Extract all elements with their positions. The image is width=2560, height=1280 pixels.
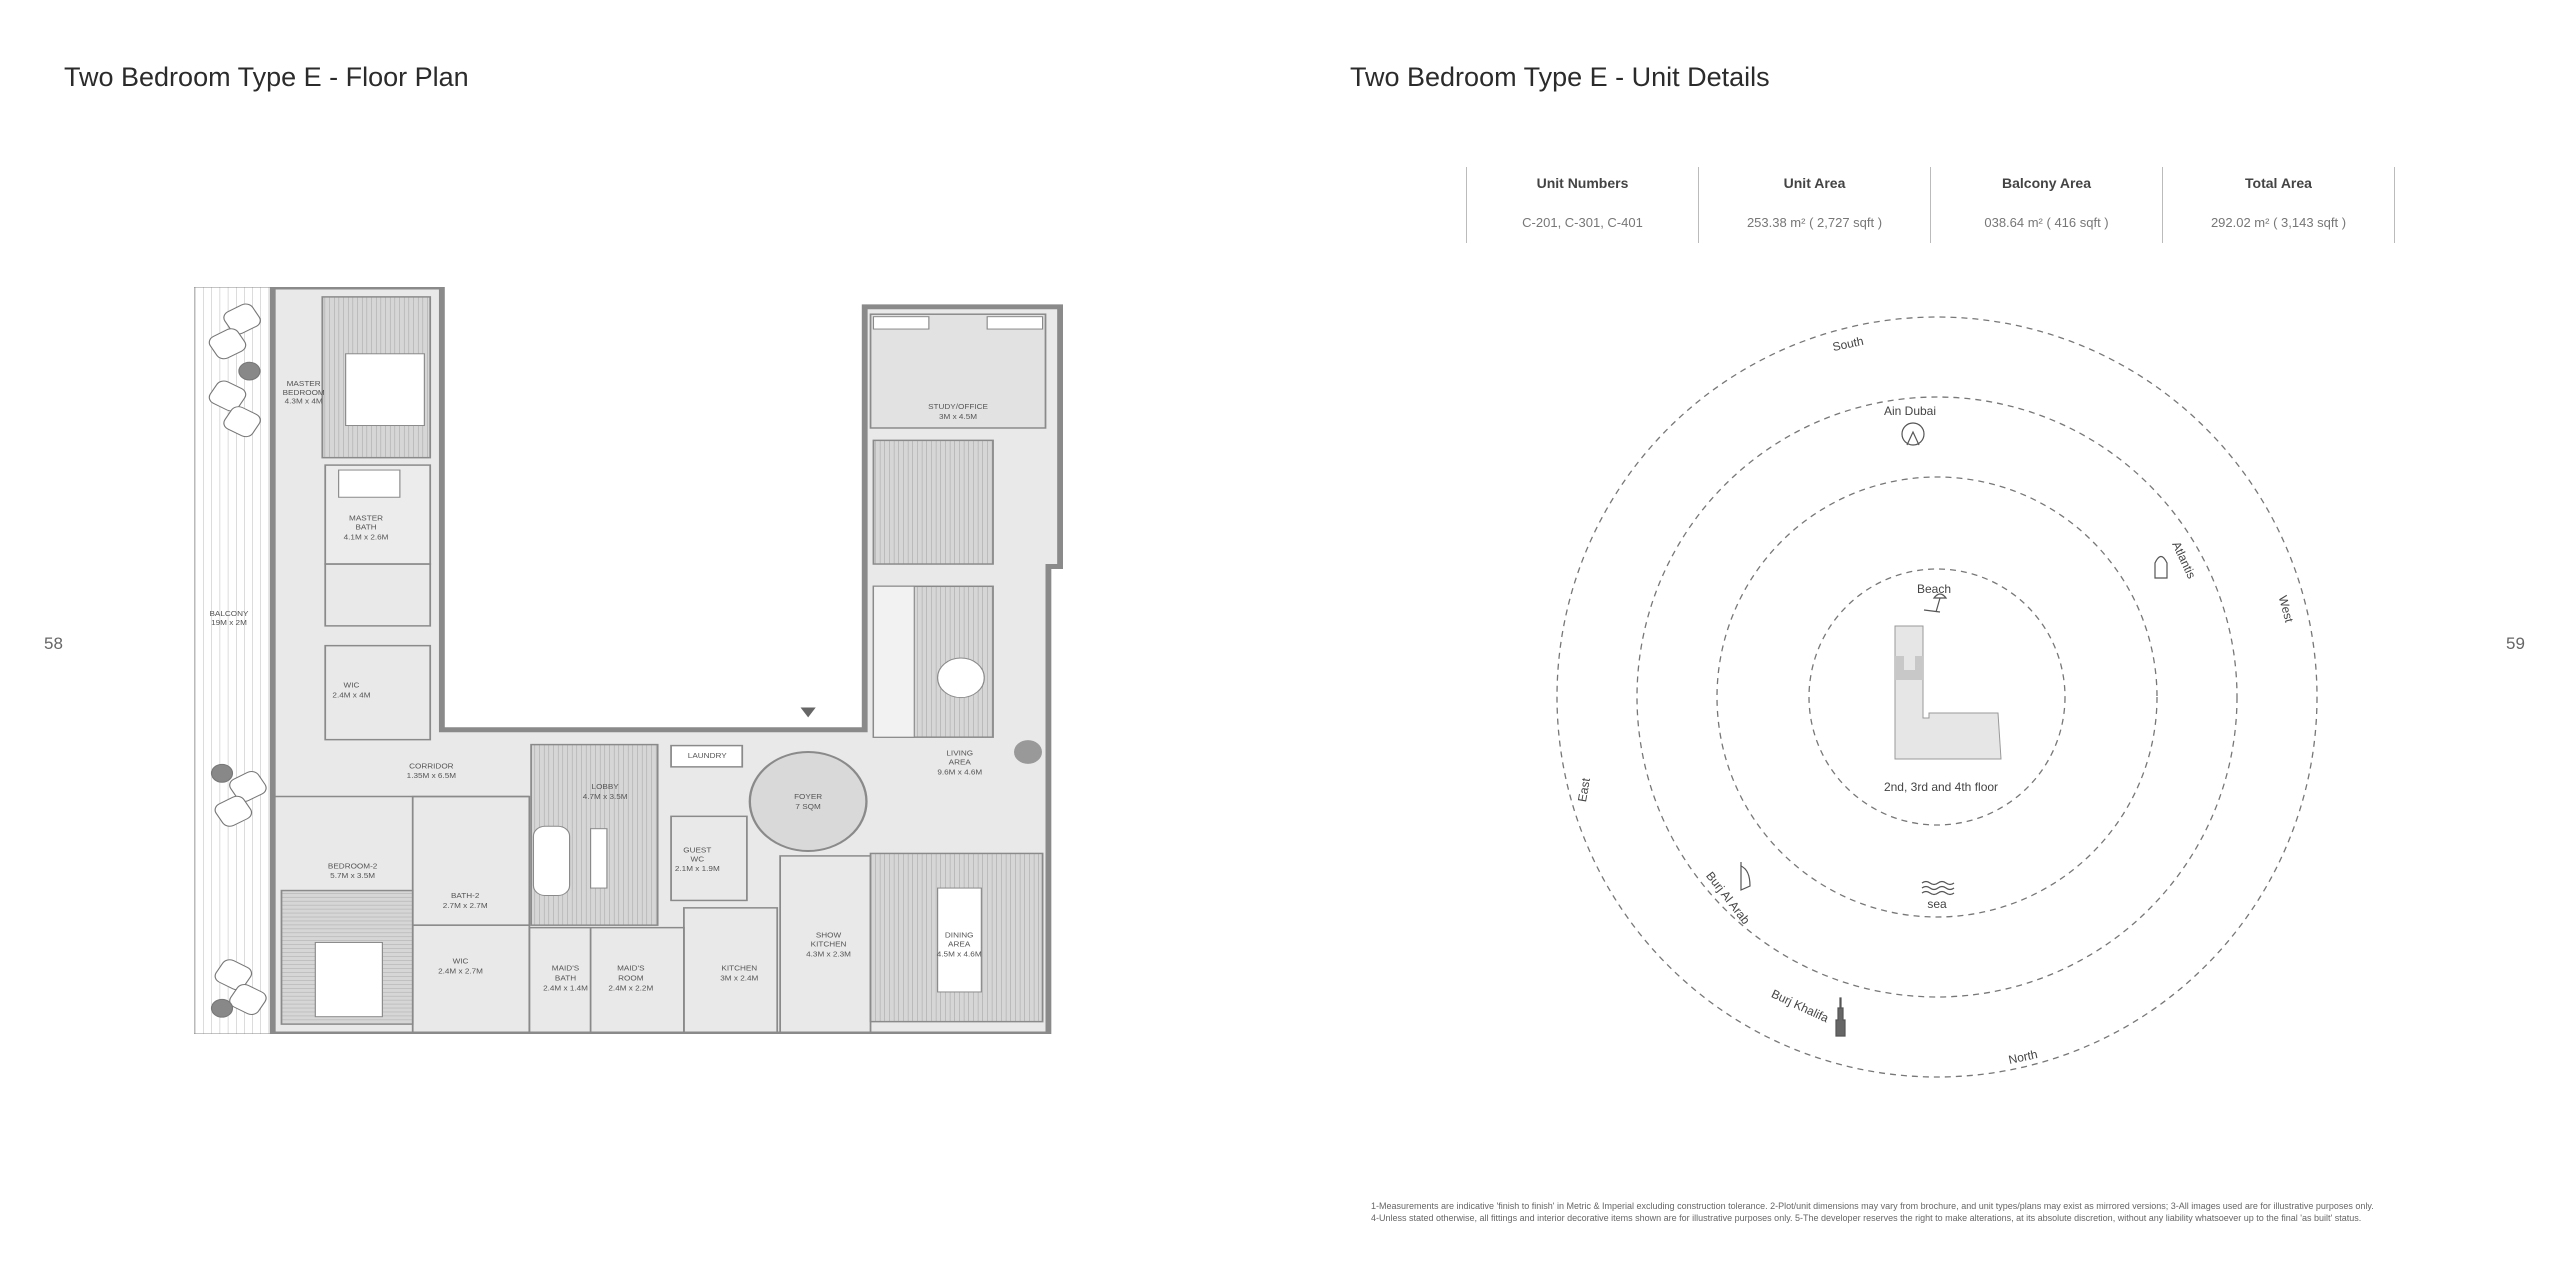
table-header: Balcony Area [2002, 175, 2091, 191]
burj-khalifa-icon [1835, 997, 1846, 1037]
label-atlantis: Atlantis [2169, 539, 2198, 581]
ain-dubai-icon [1901, 422, 1925, 446]
disclaimer-footnotes: 1-Measurements are indicative 'finish to… [1371, 1200, 2374, 1224]
ring-inner [1808, 568, 2066, 826]
label-burj-khalifa: Burj Khalifa [1769, 987, 1831, 1026]
sea-waves-icon [1921, 880, 1955, 896]
label-south: South [1831, 334, 1865, 354]
building-footprint [1894, 625, 2002, 760]
entrance-arrow-icon [800, 707, 816, 718]
label-floors: 2nd, 3rd and 4th floor [1884, 780, 1998, 794]
unit-area-cell: Unit Area 253.38 m² ( 2,727 sqft ) [1699, 167, 1931, 243]
table-header: Unit Area [1783, 175, 1846, 191]
label-ain-dubai: Ain Dubai [1884, 404, 1936, 418]
burj-al-arab-icon [1740, 862, 1751, 891]
unit-details-title: Two Bedroom Type E - Unit Details [1350, 62, 1770, 92]
ring-2 [1716, 476, 2158, 918]
balcony-area-cell: Balcony Area 038.64 m² ( 416 sqft ) [1931, 167, 2163, 243]
table-value: 253.38 m² ( 2,727 sqft ) [1746, 215, 1883, 230]
atlantis-icon [2154, 555, 2168, 579]
unit-outline [269, 287, 1063, 1034]
label-north: North [2007, 1047, 2039, 1067]
footnote-line-2: 4-Unless stated otherwise, all fittings … [1371, 1213, 2362, 1223]
label-west: West [2276, 594, 2297, 624]
ring-outer [1556, 316, 2318, 1078]
label-sea: sea [1927, 897, 1947, 911]
balcony [194, 287, 274, 1034]
interior-walls [272, 296, 1047, 1034]
foyer-circle [748, 751, 868, 852]
ring-3 [1636, 396, 2238, 998]
room-label-laundry: LAUNDRY [688, 752, 727, 760]
page-number-right: 59 [2506, 634, 2525, 653]
table-header: Total Area [2245, 175, 2312, 191]
table-header: Unit Numbers [1536, 175, 1629, 191]
beach-umbrella-icon [1923, 593, 1948, 613]
floor-plan-title: Two Bedroom Type E - Floor Plan [64, 62, 469, 92]
label-beach: Beach [1917, 582, 1951, 596]
table-value: 292.02 m² ( 3,143 sqft ) [2210, 215, 2347, 230]
distance-rings [1556, 316, 2318, 1078]
footnote-line-1: 1-Measurements are indicative 'finish to… [1371, 1201, 2374, 1211]
label-burj-al-arab: Burj Al Arab [1703, 869, 1753, 927]
page-number-left: 58 [44, 634, 63, 653]
label-east: East [1575, 776, 1593, 803]
table-value: 038.64 m² ( 416 sqft ) [1984, 215, 2109, 230]
table-value: C-201, C-301, C-401 [1522, 215, 1643, 230]
total-area-cell: Total Area 292.02 m² ( 3,143 sqft ) [2163, 167, 2395, 243]
